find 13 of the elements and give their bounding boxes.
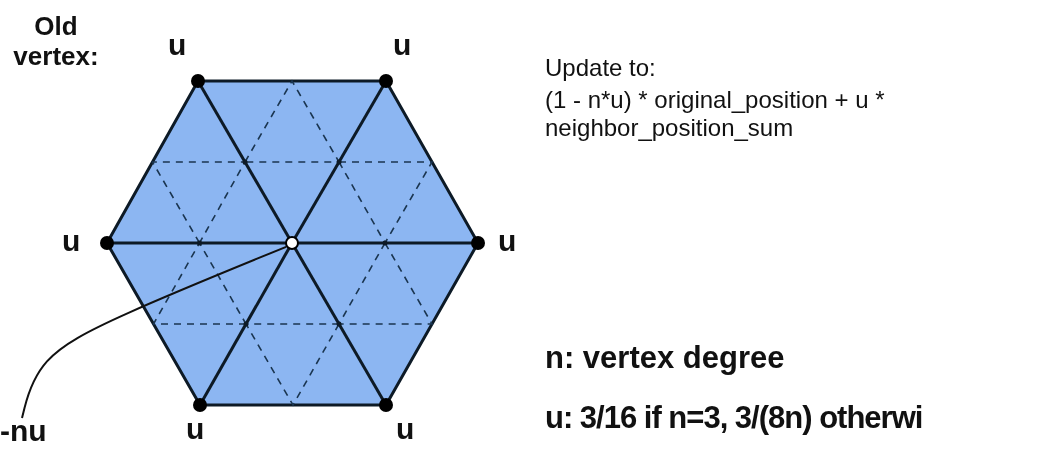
vertex-weight-label: u	[186, 412, 205, 447]
vertex-weight-label: u	[62, 224, 81, 259]
definition-text: n: vertex degree	[545, 340, 785, 376]
vertex-weight-label: -nu	[0, 414, 47, 449]
formula-heading: Update to:	[545, 54, 656, 82]
update-formula: (1 - n*u) * original_position + u * neighbor_position_sum	[545, 86, 886, 142]
vertex-weight-label: u	[498, 224, 517, 259]
definition-text: u: 3/16 if n=3, 3/(8n) otherwi	[545, 400, 923, 436]
vertex-weight-label: u	[168, 28, 187, 63]
vertex-caption: Old vertex:	[12, 12, 100, 72]
vertex-weight-label: u	[396, 412, 415, 447]
vertex-weight-label: u	[393, 28, 412, 63]
leader-line	[21, 245, 288, 419]
